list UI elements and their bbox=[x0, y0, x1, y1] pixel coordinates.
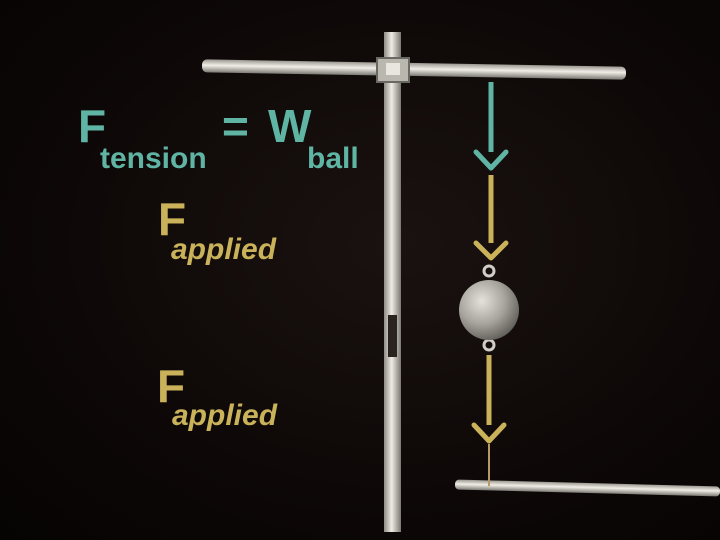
equals-sign: = bbox=[222, 100, 249, 152]
stand-rod bbox=[384, 32, 401, 532]
tension-arrow-icon bbox=[473, 149, 509, 171]
lower-applied-symbol: F bbox=[157, 360, 186, 412]
weight-symbol: W bbox=[268, 100, 312, 152]
lower-applied-arrow-icon bbox=[471, 422, 507, 444]
top-hook bbox=[482, 264, 496, 278]
top-crossbar bbox=[202, 59, 627, 80]
upper-applied-subscript: applied bbox=[171, 233, 277, 266]
weight-subscript: ball bbox=[307, 142, 359, 175]
bottom-hook bbox=[482, 338, 496, 352]
bottom-rod bbox=[455, 479, 720, 497]
ball bbox=[459, 280, 519, 340]
upper-applied-arrow-icon bbox=[473, 240, 509, 261]
tension-subscript: tension bbox=[100, 142, 207, 175]
tension-symbol: F bbox=[78, 100, 107, 152]
clamp-screw bbox=[386, 63, 400, 75]
clamp bbox=[376, 57, 410, 83]
upper-applied-symbol: F bbox=[158, 193, 187, 245]
stand-rod-gap bbox=[388, 315, 397, 357]
lower-applied-subscript: applied bbox=[172, 399, 278, 432]
